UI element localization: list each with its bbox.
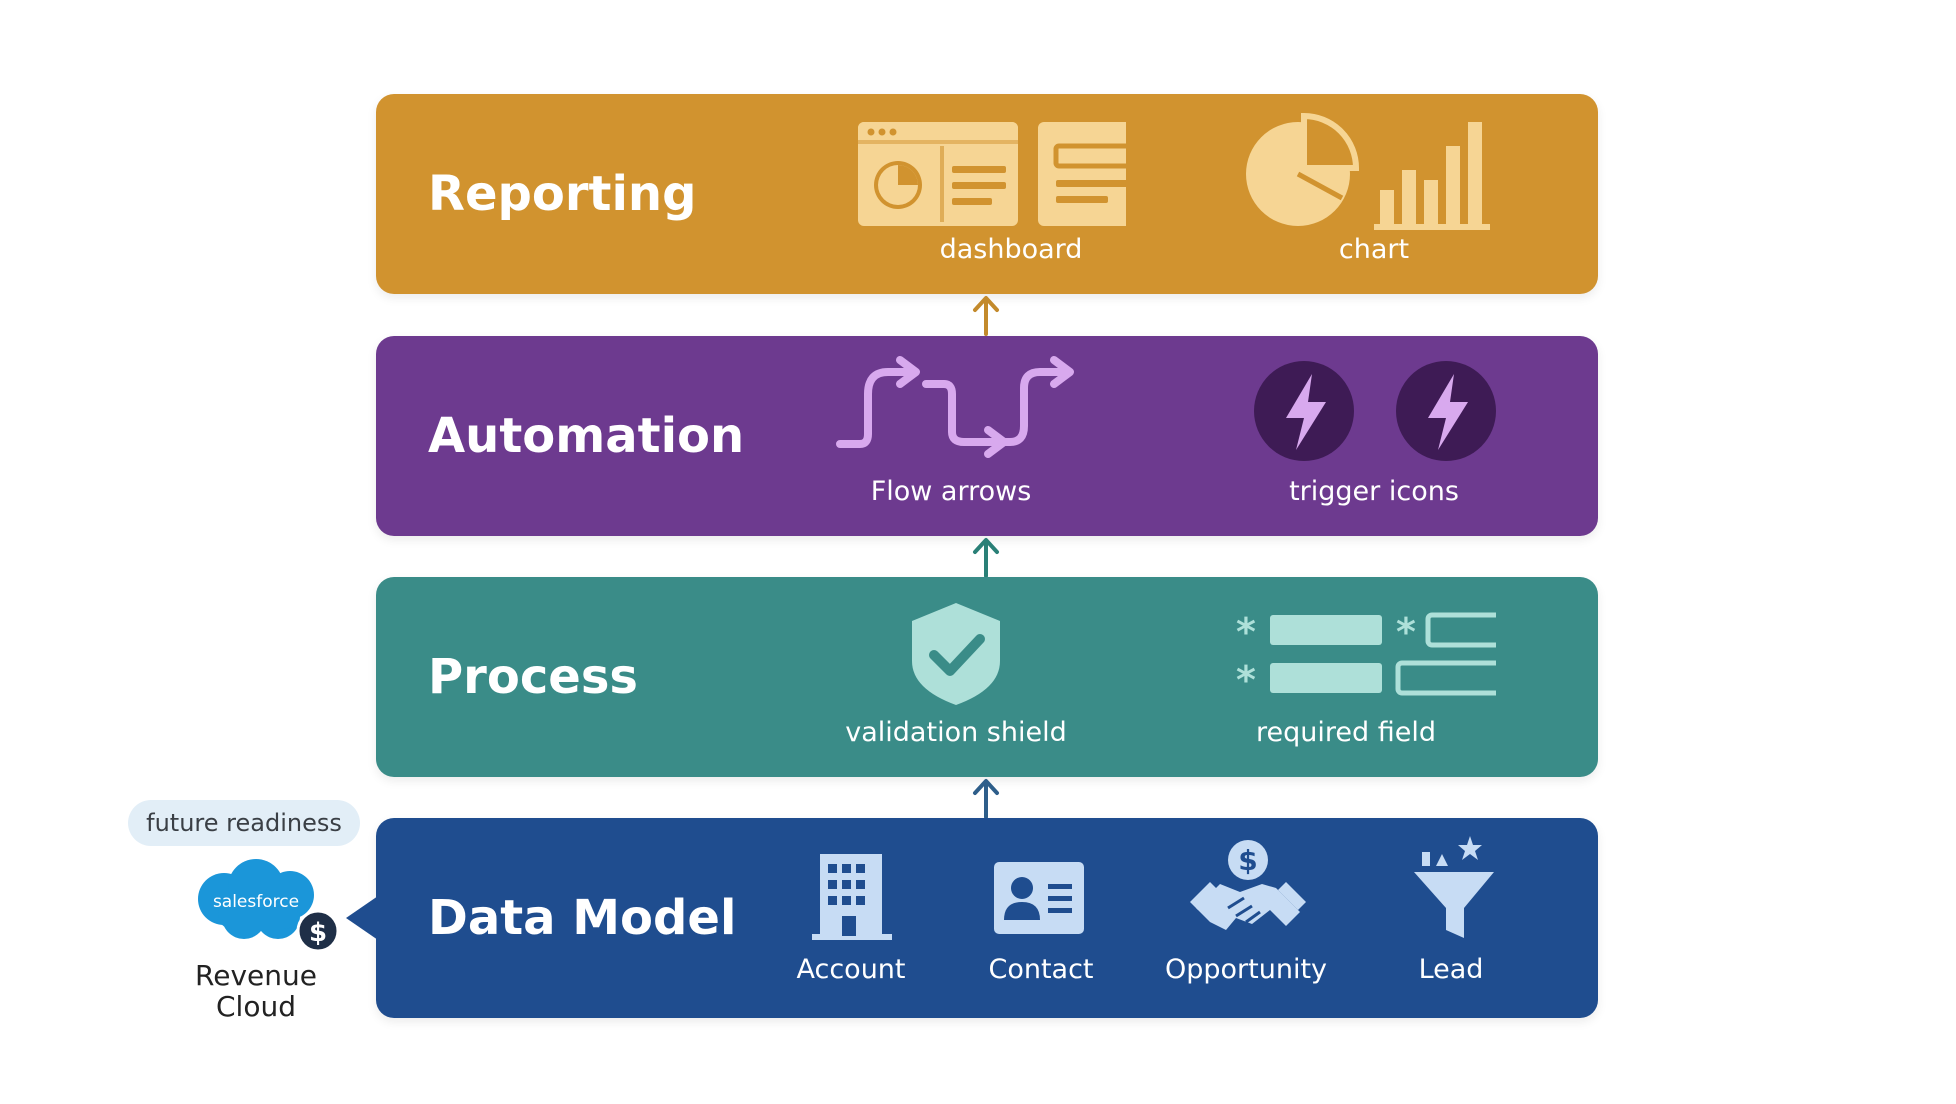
svg-text:*: * — [1396, 610, 1416, 654]
salesforce-logo-text: salesforce — [213, 892, 299, 912]
account-label: Account — [796, 954, 906, 985]
reporting-layer: Reporting dashboard — [376, 94, 1598, 294]
up-arrow-icon — [973, 779, 999, 819]
reporting-title: Reporting — [428, 166, 697, 222]
svg-text:*: * — [1236, 610, 1256, 654]
automation-layer: Automation Flow arrows trigger icons — [376, 336, 1598, 536]
building-icon — [812, 854, 892, 940]
automation-title: Automation — [428, 408, 745, 464]
salesforce-cloud-logo: salesforce $ — [198, 859, 340, 953]
chart-icon — [1246, 112, 1490, 230]
lead-group: Lead — [1376, 818, 1526, 1018]
contact-label: Contact — [988, 954, 1094, 985]
chart-group: chart — [1236, 94, 1506, 294]
revenue-cloud-caption-line2: Cloud — [216, 990, 296, 1023]
validation-group: validation shield — [845, 577, 1067, 777]
data-model-title: Data Model — [428, 890, 737, 946]
handshake-dollar-icon: $ — [1190, 840, 1306, 930]
flow-arrows-label: Flow arrows — [870, 476, 1032, 507]
future-readiness-badge: future readiness — [128, 800, 360, 846]
trigger-group: trigger icons — [1246, 336, 1506, 536]
pointer-arrow — [346, 896, 378, 940]
trigger-label: trigger icons — [1289, 476, 1459, 507]
opportunity-label: Opportunity — [1164, 954, 1328, 985]
required-field-label: required field — [1256, 717, 1436, 748]
opportunity-group: $ Opportunity — [1165, 818, 1327, 1018]
data-model-layer: Data Model Account Contact $ — [376, 818, 1598, 1018]
shield-check-icon — [912, 603, 1000, 705]
flow-arrows-icon — [836, 356, 1074, 458]
chart-label: chart — [1338, 234, 1410, 265]
up-arrow-icon — [973, 538, 999, 578]
svg-text:$: $ — [309, 918, 327, 948]
lead-label: Lead — [1418, 954, 1484, 985]
contact-card-icon — [994, 862, 1084, 934]
required-field-group: * * * required field — [1176, 577, 1496, 777]
svg-text:$: $ — [1238, 844, 1257, 877]
validation-label: validation shield — [845, 717, 1067, 748]
flow-arrows-group: Flow arrows — [826, 336, 1146, 536]
funnel-icon — [1414, 836, 1494, 938]
dollar-icon — [296, 909, 340, 953]
dashboard-icon — [858, 122, 1126, 226]
dashboard-group: dashboard — [806, 94, 1126, 294]
account-group: Account — [776, 818, 926, 1018]
contact-group: Contact — [966, 818, 1116, 1018]
lightning-icon — [1254, 361, 1496, 461]
dashboard-label: dashboard — [939, 234, 1083, 265]
svg-text:*: * — [1236, 658, 1256, 702]
required-field-icon: * * * — [1236, 610, 1496, 702]
process-layer: Process validation shield * * * required… — [376, 577, 1598, 777]
up-arrow-icon — [973, 296, 999, 336]
revenue-cloud-caption-line1: Revenue — [195, 959, 317, 992]
process-title: Process — [428, 649, 638, 705]
